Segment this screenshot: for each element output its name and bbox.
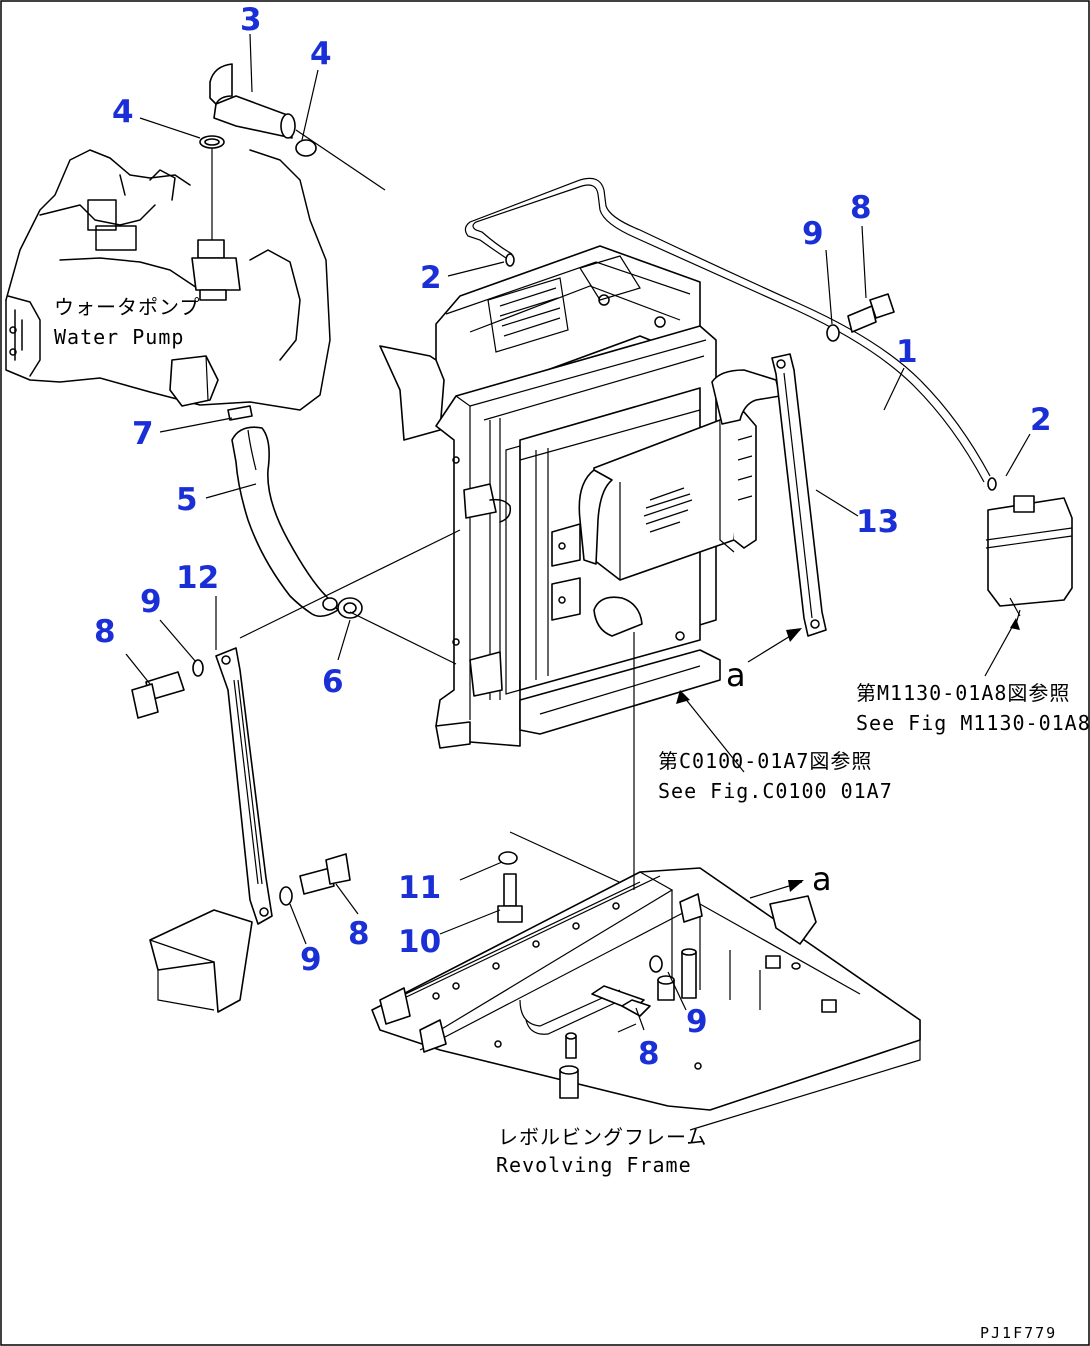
callout-numbers: 3 4 4 2 9 8 1 2 7 5 13 12 9 8 6 11 10 8 … bbox=[94, 2, 1052, 1072]
engine-block bbox=[5, 63, 386, 619]
callout-5: 5 bbox=[176, 482, 198, 518]
callout-4-left: 4 bbox=[112, 94, 134, 130]
callout-4-right: 4 bbox=[310, 36, 332, 72]
callout-8-upper: 8 bbox=[850, 190, 872, 226]
callout-9-center: 9 bbox=[686, 1004, 708, 1040]
notes: ウォータポンプ Water Pump 第M1130-01A8図参照 See Fi… bbox=[54, 295, 1090, 1342]
callout-9-left: 9 bbox=[140, 584, 162, 620]
revolving-frame-label-jp: レボルビングフレーム bbox=[498, 1125, 707, 1149]
callout-9-upper: 9 bbox=[802, 216, 824, 252]
radiator-assembly bbox=[379, 245, 781, 749]
callout-8-center: 8 bbox=[638, 1036, 660, 1072]
ref-m1130-en: See Fig M1130-01A8 bbox=[856, 711, 1090, 735]
water-pump-label-jp: ウォータポンプ bbox=[54, 295, 200, 319]
callout-12: 12 bbox=[176, 560, 219, 596]
callout-11: 11 bbox=[398, 870, 441, 906]
ref-c0100-en: See Fig.C0100 01A7 bbox=[658, 779, 893, 803]
callout-3: 3 bbox=[240, 2, 262, 38]
leader-lines bbox=[125, 33, 1031, 1031]
stay-13 bbox=[771, 353, 827, 637]
callout-13: 13 bbox=[856, 504, 899, 540]
bolt-upper-right bbox=[826, 293, 895, 342]
view-arrow-a-upper: a bbox=[726, 656, 746, 694]
stay-12 bbox=[131, 647, 351, 1013]
revolving-frame-label-en: Revolving Frame bbox=[496, 1153, 692, 1177]
callout-2-top: 2 bbox=[420, 260, 442, 296]
reserve-tank bbox=[985, 495, 1073, 625]
water-pump-label-en: Water Pump bbox=[54, 325, 184, 349]
overflow-hose bbox=[464, 177, 997, 491]
view-arrow-a-lower: a bbox=[812, 860, 832, 898]
drawing-code: PJ1F779 bbox=[980, 1324, 1057, 1342]
callout-8-bottom: 8 bbox=[348, 916, 370, 952]
callout-1: 1 bbox=[896, 334, 918, 370]
callout-8-left: 8 bbox=[94, 614, 116, 650]
callout-10: 10 bbox=[398, 924, 441, 960]
callout-7: 7 bbox=[132, 416, 154, 452]
ref-c0100-jp: 第C0100-01A7図参照 bbox=[658, 749, 872, 773]
callout-2-right: 2 bbox=[1030, 402, 1052, 438]
callout-6: 6 bbox=[322, 664, 344, 700]
callout-9-bottom: 9 bbox=[300, 942, 322, 978]
revolving-frame bbox=[371, 632, 921, 1131]
ref-m1130-jp: 第M1130-01A8図参照 bbox=[856, 681, 1070, 705]
